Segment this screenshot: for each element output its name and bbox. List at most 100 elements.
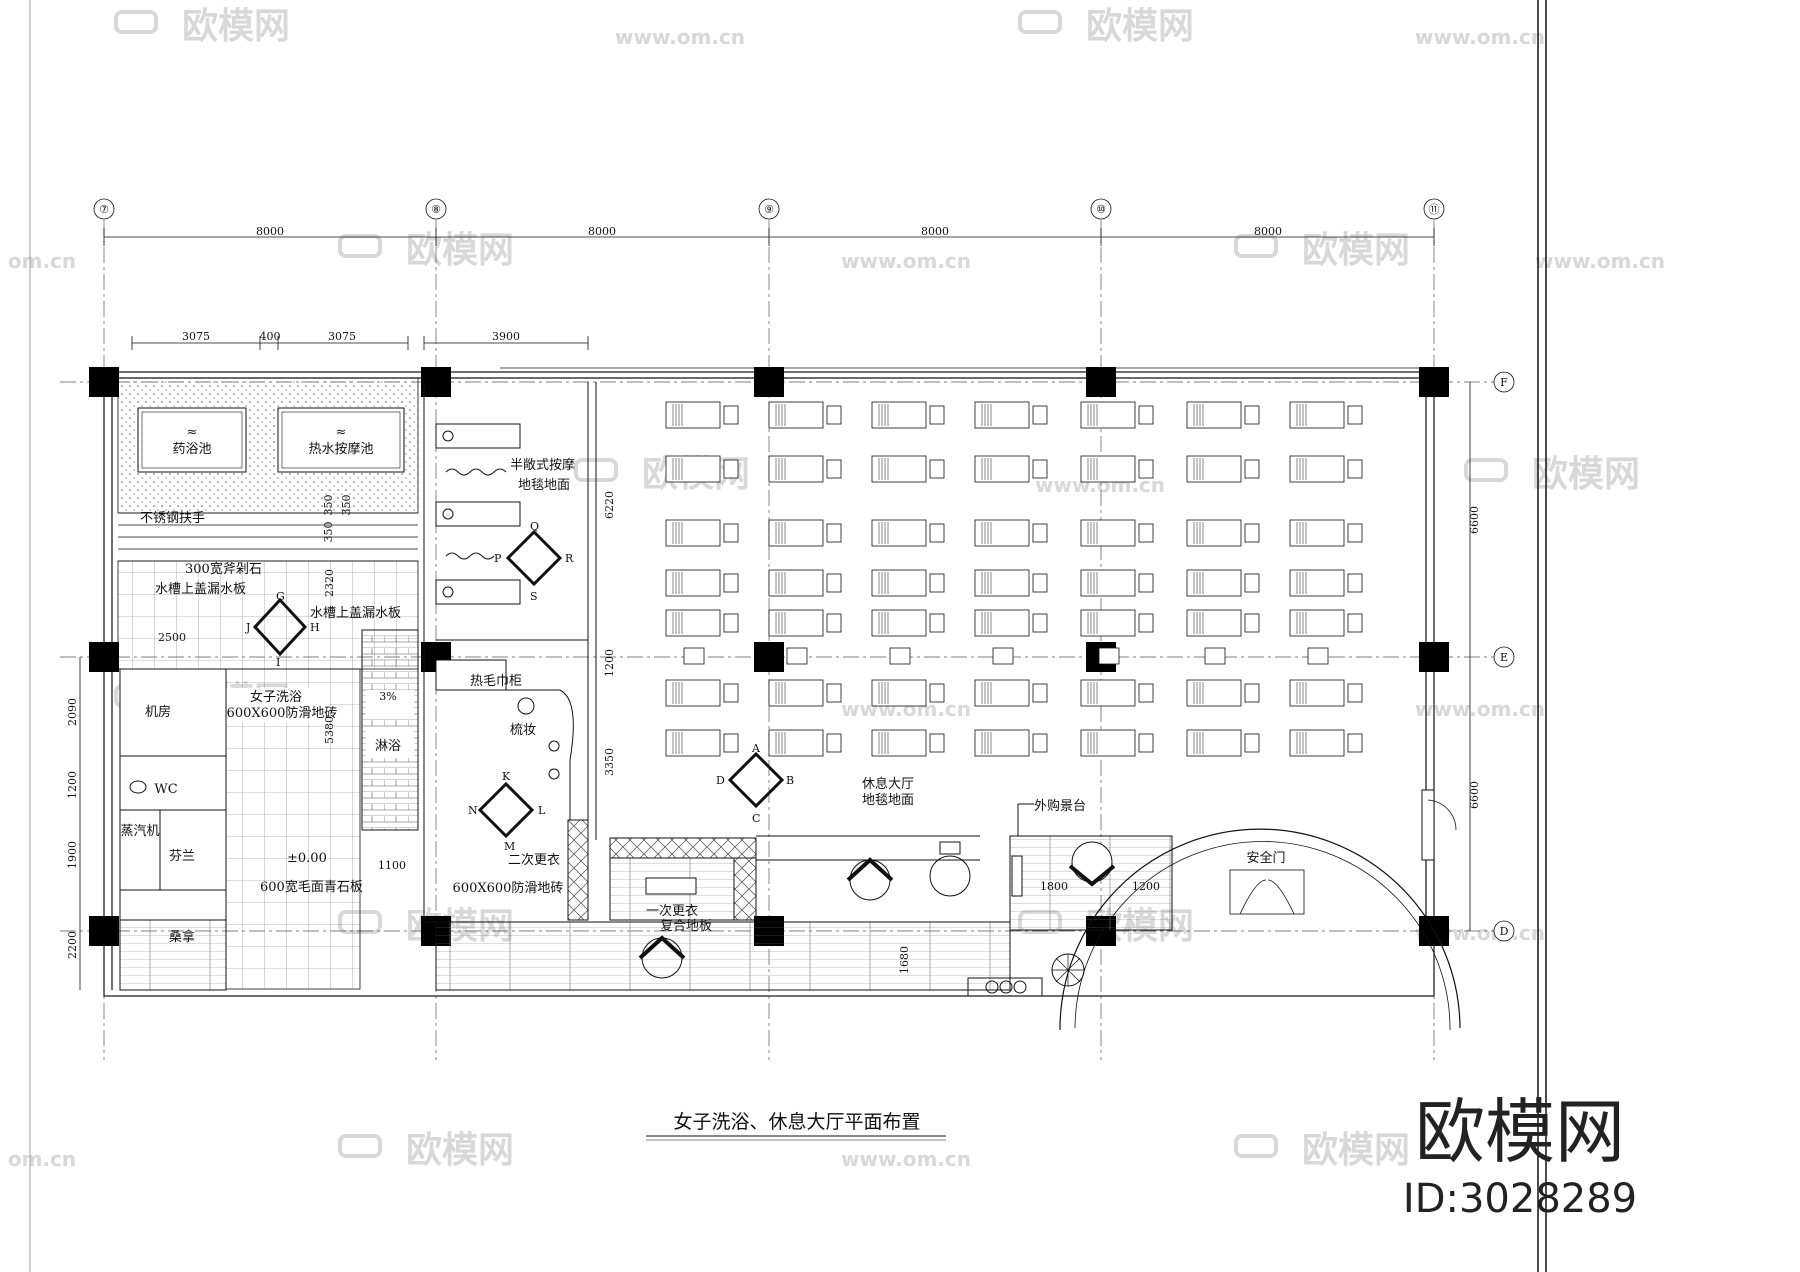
lounge-chair — [1080, 455, 1154, 483]
lounge-chair — [665, 569, 739, 597]
dim-3350: 3350 — [603, 748, 616, 776]
watermark-url: www.om.cn — [1535, 249, 1665, 273]
watermark-url: www.om.cn — [841, 1147, 971, 1171]
dim-left-2200: 2200 — [66, 931, 79, 959]
lounge-chair — [871, 569, 945, 597]
dim-350-c: 350 — [322, 522, 335, 543]
dim-right-6600-b: 6600 — [1468, 781, 1481, 809]
watermark-text: 欧模网 — [406, 230, 514, 271]
axis-label-right: E — [1500, 651, 1508, 664]
dim-3900: 3900 — [492, 330, 520, 343]
column — [89, 642, 119, 672]
dim-right-6600-a: 6600 — [1468, 506, 1481, 534]
label-finnish-sauna: 芬兰 — [169, 849, 195, 864]
label-first-changing: 一次更衣 — [646, 903, 698, 919]
lounge-chair — [665, 609, 739, 637]
basin-fixture-icon — [252, 597, 308, 657]
label-steam-machine: 蒸汽机 — [120, 824, 159, 839]
label-women-bath: 女子洗浴 — [250, 689, 302, 705]
dim-left-1900: 1900 — [66, 841, 79, 869]
label-makeup: 梳妆 — [510, 723, 536, 738]
label-lounge-hall: 休息大厅 — [862, 776, 914, 792]
label-wc: WC — [154, 782, 177, 797]
lounge-chair — [1186, 729, 1260, 757]
lounge-chair — [871, 609, 945, 637]
fixture-letter-k: K — [502, 770, 511, 783]
lounge-chair — [1080, 729, 1154, 757]
label-second-changing: 二次更衣 — [508, 852, 560, 868]
dim-2320: 2320 — [323, 569, 336, 597]
watermark-url-short: om.cn — [8, 1147, 76, 1171]
axis-label-top: ⑨ — [764, 203, 774, 216]
lounge-chair — [974, 569, 1048, 597]
lounge-chair — [974, 519, 1048, 547]
watermark-text: 欧模网 — [1086, 6, 1194, 47]
axis-label-top: ⑧ — [431, 203, 441, 216]
lounge-chair — [974, 401, 1048, 429]
lounge-chair — [665, 401, 739, 429]
label-stainless-rail: 不锈钢扶手 — [140, 511, 205, 526]
column — [89, 916, 119, 946]
watermark-layer: 欧模网欧模网欧模网欧模网欧模网欧模网欧模网欧模网欧模网欧模网欧模网www.om.… — [8, 6, 1665, 1171]
dim-top-4: 8000 — [1254, 225, 1282, 238]
lounge-chair — [768, 729, 842, 757]
fixture-letter-b: B — [786, 774, 794, 787]
axis-label-top: ⑦ — [99, 203, 109, 216]
lounge-chair — [871, 679, 945, 707]
watermark-logo-icon — [338, 234, 382, 258]
lounge-chair — [1186, 679, 1260, 707]
label-bluestone: 600宽毛面青石板 — [260, 879, 363, 895]
lounge-chair — [1080, 569, 1154, 597]
side-table — [1307, 647, 1329, 665]
dim-left-1200: 1200 — [66, 771, 79, 799]
watermark-logo-icon — [114, 10, 158, 34]
label-safety-exit: 安全门 — [1246, 850, 1285, 866]
lounge-chair — [1289, 519, 1363, 547]
watermark-text: 欧模网 — [1532, 454, 1640, 495]
watermark-logo-icon — [1464, 458, 1508, 482]
watermark-url: www.om.cn — [841, 249, 971, 273]
side-table — [683, 647, 705, 665]
side-table — [992, 647, 1014, 665]
lounge-chair — [974, 679, 1048, 707]
watermark-logo-icon — [338, 1134, 382, 1158]
watermark-text: 欧模网 — [406, 1130, 514, 1171]
fixture-letter-n: N — [468, 804, 478, 817]
lounge-chair — [1186, 401, 1260, 429]
watermark-text: 欧模网 — [1302, 1130, 1410, 1171]
fixture-letter-m: M — [504, 840, 515, 853]
lounge-chair — [768, 609, 842, 637]
axis-bubble-right — [1493, 646, 1515, 668]
side-table — [1098, 647, 1120, 665]
axis-bubble-right — [1493, 371, 1515, 393]
lounge-chair — [768, 519, 842, 547]
changing-bench-icon — [477, 781, 535, 839]
label-hot-towel-cabinet: 热毛巾柜 — [470, 674, 522, 689]
dim-1200-b: 1200 — [1132, 880, 1160, 893]
fixture-letter-q: Q — [530, 520, 539, 533]
lounge-chair — [1080, 519, 1154, 547]
dim-1800: 1800 — [1040, 880, 1068, 893]
dim-top-3: 8000 — [921, 225, 949, 238]
watermark-text: 欧模网 — [1302, 230, 1410, 271]
lounge-chair — [768, 455, 842, 483]
fixture-letter-i: I — [276, 656, 280, 669]
lounge-chair — [1186, 519, 1260, 547]
label-drain-cover-a: 水槽上盖漏水板 — [155, 581, 246, 597]
dim-3075-a: 3075 — [182, 330, 210, 343]
lounge-chair — [871, 455, 945, 483]
label-level: ±0.00 — [287, 851, 327, 866]
brand-id: ID:3028289 — [1403, 1176, 1637, 1222]
axis-bubble-top — [1090, 198, 1112, 220]
fixture-letter-j: J — [245, 621, 250, 634]
lounge-chair — [1289, 455, 1363, 483]
fixture-letter-p: P — [494, 552, 502, 565]
label-anti-slip-tile-a: 600X600防滑地砖 — [227, 705, 338, 721]
watermark-url: www.om.cn — [1415, 697, 1545, 721]
watermark-logo-icon — [1234, 234, 1278, 258]
column — [89, 367, 119, 397]
dim-left-2090: 2090 — [66, 698, 79, 726]
toilet-icon — [129, 780, 147, 794]
lounge-chair — [1289, 729, 1363, 757]
